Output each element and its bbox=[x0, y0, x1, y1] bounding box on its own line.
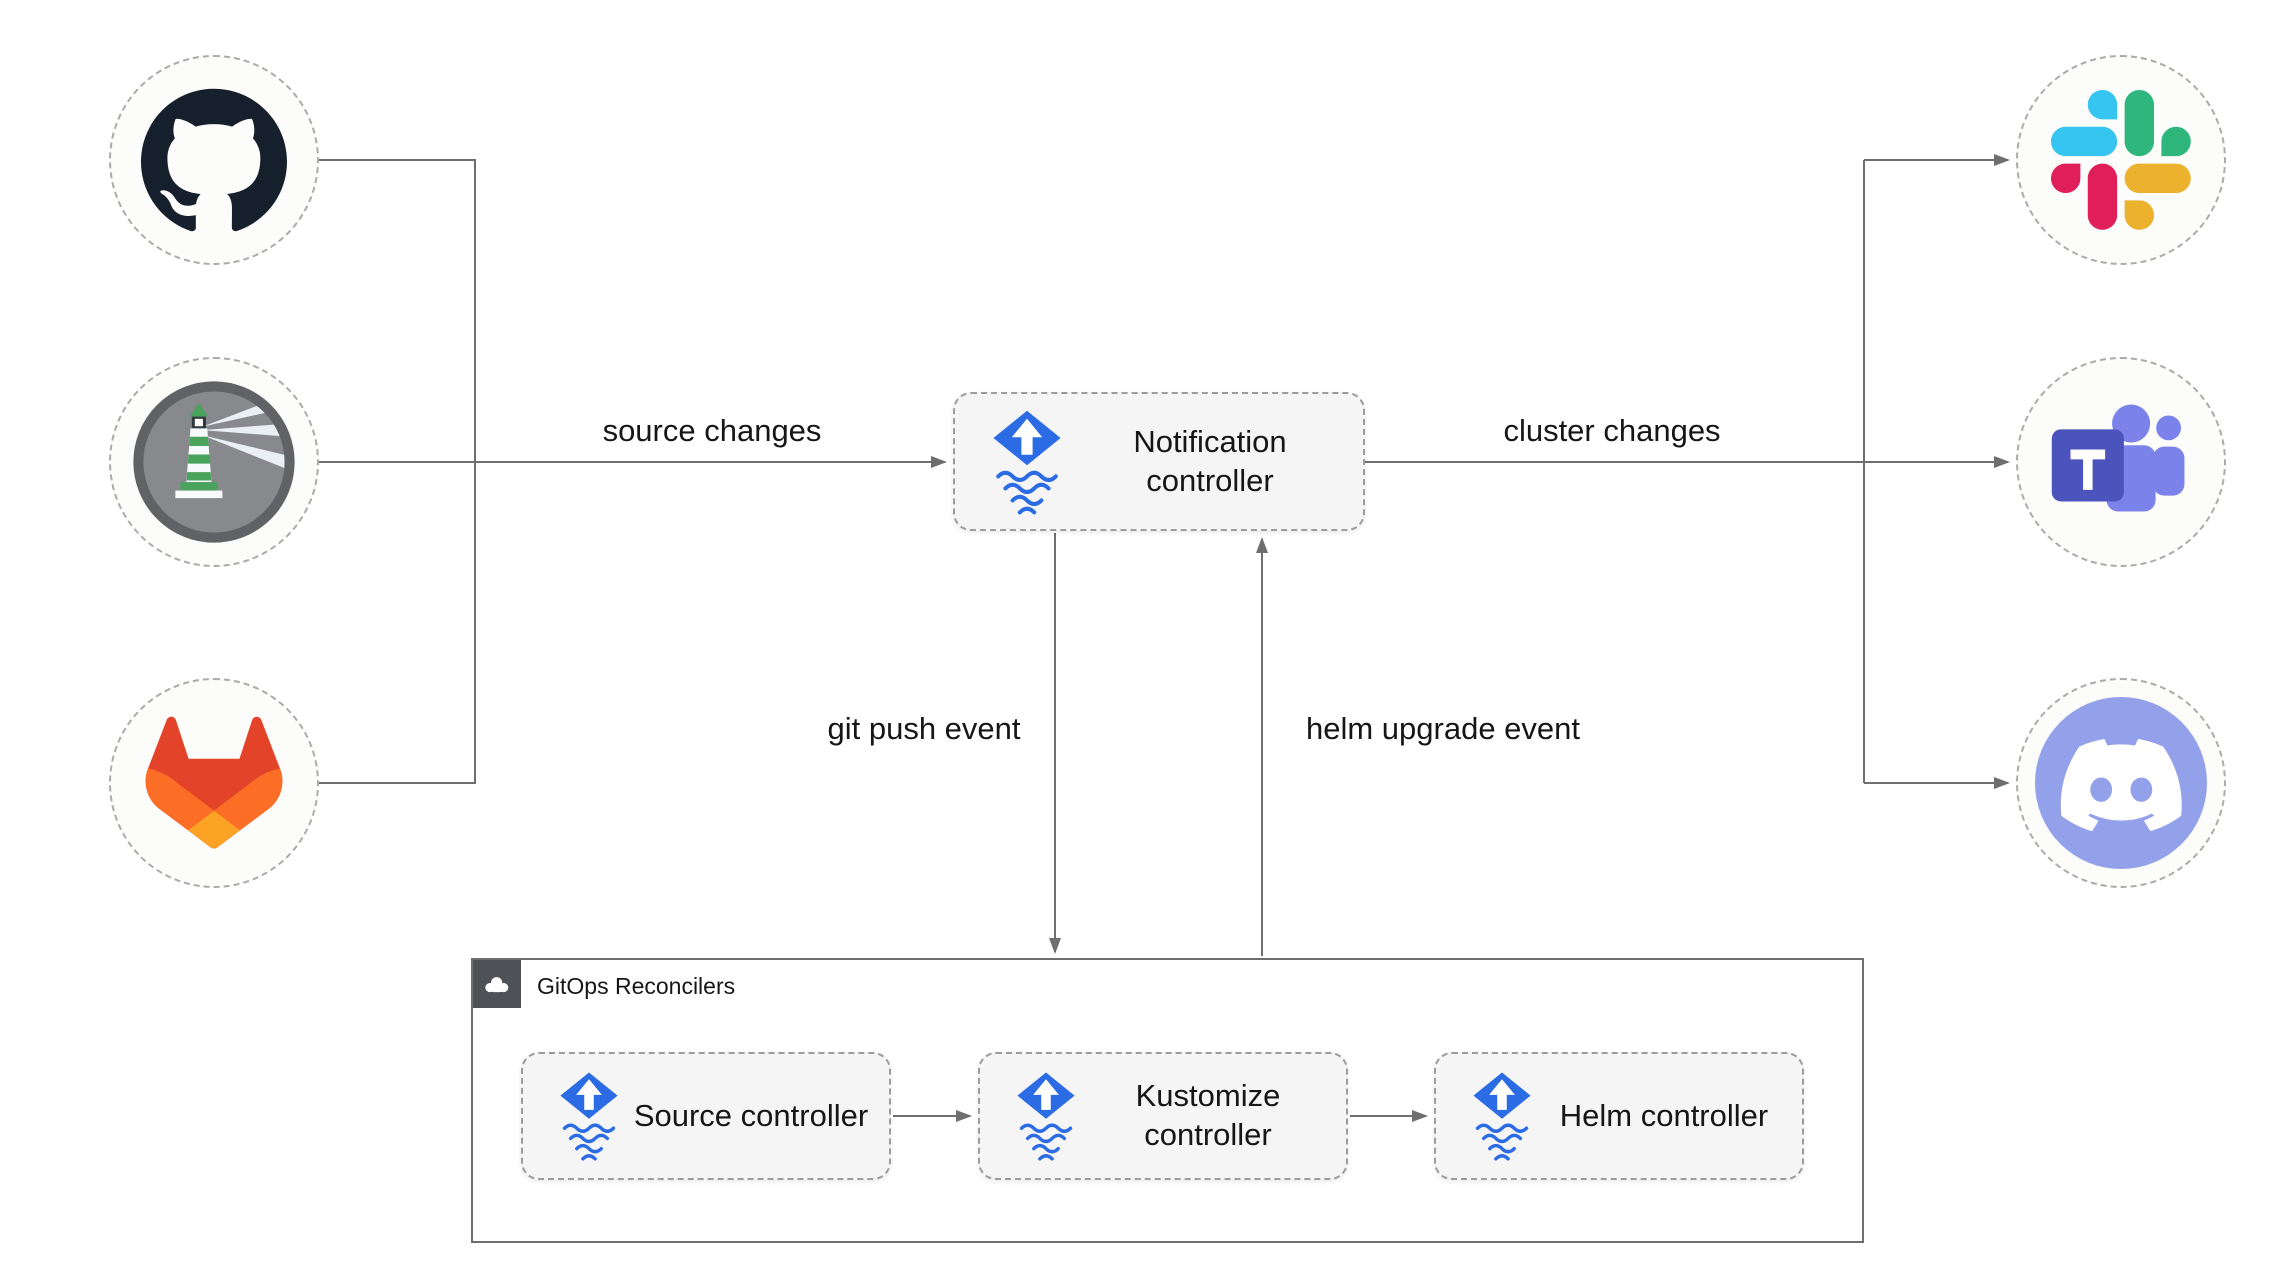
flux-icon bbox=[555, 1071, 623, 1161]
flux-icon bbox=[1468, 1071, 1536, 1161]
harbor-icon bbox=[133, 381, 295, 543]
flux-icon bbox=[1012, 1071, 1080, 1161]
edge-label-source-changes: source changes bbox=[602, 413, 822, 448]
wires-group bbox=[319, 154, 2010, 1122]
source-controller-node: Source controller bbox=[521, 1052, 891, 1180]
gitlab-icon bbox=[145, 716, 283, 849]
group-badge bbox=[473, 960, 521, 1008]
notification-controller-label: Notification controller bbox=[1133, 423, 1287, 498]
edge-label-cluster-changes: cluster changes bbox=[1503, 413, 1721, 448]
notification-controller-node: Notification controller bbox=[953, 392, 1365, 531]
source-node-gitlab bbox=[109, 678, 319, 888]
wire-sources-bus bbox=[319, 159, 476, 784]
group-label: GitOps Reconcilers bbox=[537, 973, 736, 999]
kustomize-controller-node: Kustomize controller bbox=[978, 1052, 1348, 1180]
edge-label-helm-upgrade-event: helm upgrade event bbox=[1305, 711, 1581, 746]
discord-icon bbox=[2035, 697, 2207, 869]
cloud-icon bbox=[485, 977, 509, 993]
helm-controller-label: Helm controller bbox=[1559, 1097, 1769, 1133]
target-node-microsoft-teams bbox=[2016, 357, 2226, 567]
source-node-harbor bbox=[109, 357, 319, 567]
github-icon bbox=[141, 88, 287, 232]
gitops-reconcilers-group: GitOps Reconcilers bbox=[471, 958, 1864, 1243]
microsoft-teams-icon bbox=[2051, 404, 2185, 512]
source-node-github bbox=[109, 55, 319, 265]
flux-icon bbox=[987, 409, 1067, 515]
target-node-discord bbox=[2016, 678, 2226, 888]
kustomize-controller-label: Kustomize controller bbox=[1135, 1078, 1281, 1152]
source-controller-label: Source controller bbox=[633, 1097, 869, 1133]
edge-label-git-push-event: git push event bbox=[827, 711, 1021, 746]
slack-icon bbox=[2051, 90, 2191, 230]
helm-controller-node: Helm controller bbox=[1434, 1052, 1804, 1180]
target-node-slack bbox=[2016, 55, 2226, 265]
